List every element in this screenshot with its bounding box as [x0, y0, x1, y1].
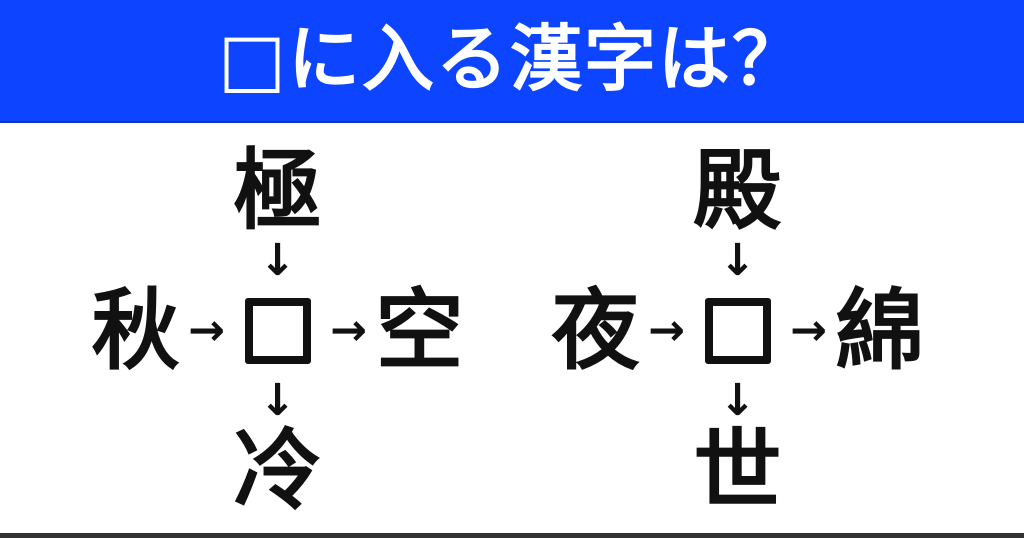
arrow-down-icon: ↓	[259, 234, 296, 286]
arrow-right-icon: →	[330, 304, 367, 356]
arrow-down-icon: ↓	[719, 234, 756, 286]
puzzle-left-left-kanji: 秋	[91, 278, 180, 382]
puzzle-right-bottom-kanji: 世	[693, 418, 782, 522]
bottom-divider	[0, 533, 1024, 538]
arrow-down-icon: ↓	[259, 374, 296, 426]
puzzle-area: 極 ↓ 秋 → → 空 ↓ 冷 殿 ↓ 夜 → → 綿 ↓ 世	[0, 123, 1024, 533]
kanji-puzzle-right: 殿 ↓ 夜 → → 綿 ↓ 世	[548, 143, 927, 518]
puzzle-left-top-kanji: 極	[233, 138, 322, 242]
puzzle-right-left-kanji: 夜	[551, 278, 640, 382]
blank-box	[704, 297, 771, 364]
title-banner: □に入る漢字は？	[0, 0, 1024, 123]
arrow-right-icon: →	[188, 304, 225, 356]
arrow-right-icon: →	[790, 304, 827, 356]
puzzle-right-top-kanji: 殿	[693, 138, 782, 242]
arrow-right-icon: →	[648, 304, 685, 356]
puzzle-right-right-kanji: 綿	[835, 278, 924, 382]
page-title: □に入る漢字は？	[217, 16, 807, 101]
kanji-puzzle-left: 極 ↓ 秋 → → 空 ↓ 冷	[88, 143, 467, 518]
puzzle-left-bottom-kanji: 冷	[233, 418, 322, 522]
puzzle-left-right-kanji: 空	[375, 278, 464, 382]
arrow-down-icon: ↓	[719, 374, 756, 426]
blank-box	[244, 297, 311, 364]
